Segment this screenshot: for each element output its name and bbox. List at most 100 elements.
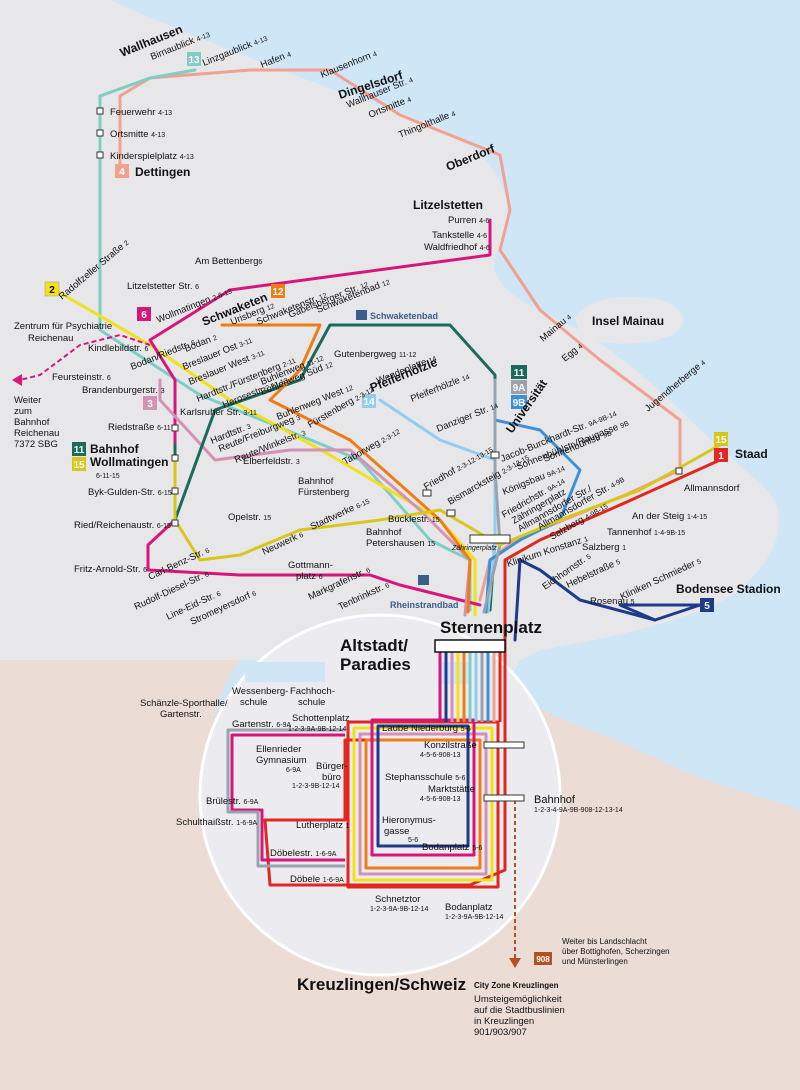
note-umsteige-2: auf die Stadtbuslinien [474, 1005, 565, 1016]
stop-wessenbergschule[interactable]: Wessenberg- [232, 686, 288, 697]
stop-marker-byk-gulden[interactable] [171, 487, 179, 495]
badge-5[interactable] [700, 598, 714, 612]
stop-doebelestr[interactable]: Döbelestr. 1-6-9A [270, 848, 337, 859]
stop-opelstr[interactable]: Opelstr. 15 [228, 512, 271, 523]
stop-waldfriedhof[interactable]: Waldfriedhof 4-6 [424, 242, 490, 253]
stop-marker-wollmatingen[interactable] [171, 454, 179, 462]
route-line-15 [173, 443, 722, 562]
stop-zaehringerplatz[interactable]: Zähringerplatz [451, 545, 497, 552]
stop-elberfeldstr[interactable]: Elberfeldstr. 3 [243, 456, 300, 467]
stop-schnetztor[interactable]: Schnetztor [375, 894, 420, 905]
stop-feursteinstr[interactable]: Feursteinstr. 6 [52, 372, 111, 383]
route-line-12 [220, 323, 472, 614]
stop-marktstaette[interactable]: Marktstätte [428, 784, 475, 795]
stop-salzberg[interactable]: Salzberg 1 [582, 542, 626, 553]
stop-feuerwehr[interactable]: Feuerwehr 4-13 [110, 107, 172, 118]
stop-konzilstrasse[interactable]: Konzilstraße [424, 740, 477, 751]
stop-ellenrieder[interactable]: Ellenrieder [256, 744, 301, 755]
stop-bahnhof[interactable]: Bahnhof [534, 794, 576, 806]
badge-1[interactable] [714, 448, 728, 462]
stop-an-der-steig[interactable]: An der Steig 1-4-15 [632, 511, 707, 522]
stop-marker-jacob-burckhardt[interactable] [490, 451, 500, 459]
badge-14-label: 14 [363, 397, 375, 408]
district-altstadt: Altstadt/ [340, 636, 408, 655]
stop-ried-reichenau[interactable]: Ried/Reichenaustr. 6-15 [74, 520, 171, 531]
badge-13[interactable] [187, 52, 201, 66]
stop-fritz-arnold[interactable]: Fritz-Arnold-Str. 6 [74, 564, 147, 575]
stop-bodanplatz[interactable]: Bodanplatz [445, 902, 493, 913]
badge-6[interactable] [137, 307, 151, 321]
altstadt-loop-magenta [370, 718, 476, 857]
stop-ellenrieder-2: Gymnasium [256, 755, 307, 766]
stop-ortsmitte-wallhausen[interactable]: Ortsmitte 4-13 [110, 129, 165, 140]
stop-byk-gulden[interactable]: Byk-Gulden-Str. 6-15 [88, 487, 172, 498]
badge-11-uni[interactable] [511, 365, 527, 379]
stop-marker-ried-reichenau[interactable] [171, 519, 179, 527]
stop-buecklestr[interactable]: Bücklestr. 15 [388, 514, 440, 525]
stop-bahnhof-petershausen[interactable]: Bahnhof [366, 527, 402, 538]
stop-gutenbergweg[interactable]: Gutenbergweg 11-12 [334, 349, 416, 360]
stop-hieronymusgasse[interactable]: Hieronymus- [382, 815, 436, 826]
stop-lutherplatz[interactable]: Lutherplatz 1 [296, 820, 350, 831]
stop-schulthaissstr[interactable]: Schulthaißstr. 1-6-9A [176, 817, 258, 828]
badge-2[interactable] [44, 281, 60, 297]
stop-bruelstr[interactable]: Brülestr. 6-9A [206, 796, 259, 807]
stop-buergerbuero[interactable]: Bürger- [316, 761, 348, 772]
stop-kinderspielplatz[interactable]: Kinderspielplatz 4-13 [110, 151, 194, 162]
stop-marker-feuerwehr[interactable] [96, 107, 104, 115]
stop-laube-niederburg[interactable]: Laube Niederburg 5-6 [382, 723, 471, 734]
badge-15-staad[interactable] [714, 432, 728, 446]
stop-purren[interactable]: Purren 4-6 [448, 215, 489, 226]
altstadt-loop-orange [364, 738, 482, 870]
badge-6-label: 6 [141, 310, 147, 321]
stop-brandenburgerstr[interactable]: Brandenburgerstr. 3 [82, 385, 165, 396]
stop-marker-zaehringerplatz[interactable] [469, 534, 511, 544]
stop-marker-allmannsdorf[interactable] [675, 467, 683, 475]
stop-marker-sternenplatz[interactable] [434, 639, 506, 653]
stop-marker-bahnhof[interactable] [483, 794, 525, 802]
stop-bahnhof-fuerstenberg-2: Fürstenberg [298, 487, 349, 498]
stop-allmannsdorf[interactable]: Allmannsdorf [684, 483, 740, 494]
stop-am-bettenberg[interactable]: Am Bettenberg6 [195, 256, 262, 267]
note-landschlacht-1: Weiter bis Landschlacht [562, 937, 648, 946]
route-line-5 [513, 558, 702, 642]
stop-marker-riedstrasse[interactable] [171, 424, 179, 432]
badge-9a-label: 9A [513, 383, 526, 394]
stop-schottenplatz[interactable]: Schottenplatz [292, 713, 350, 724]
stop-riedstrasse[interactable]: Riedstraße 6-11 [108, 422, 171, 433]
stop-litzelstetter-str[interactable]: Litzelstetter Str. 6 [127, 281, 199, 292]
badge-3[interactable] [143, 396, 157, 410]
stop-marker-friedhof[interactable] [422, 489, 432, 497]
badge-14[interactable] [362, 394, 376, 408]
stop-bodanplatz-inner[interactable]: Bodanplatz 5-6 [422, 842, 482, 853]
badge-11-wollmatingen[interactable] [72, 442, 86, 456]
badge-4[interactable] [115, 164, 129, 178]
stop-marker-bismarcksteig[interactable] [446, 509, 456, 517]
badge-9b[interactable] [511, 395, 527, 409]
stop-marker-kinderspielplatz[interactable] [96, 151, 104, 159]
stop-bahnhof-petershausen-2: Petershausen 15 [366, 538, 435, 549]
stop-schaenzle-sporthalle[interactable]: Schänzle-Sporthalle/ [140, 698, 228, 709]
badge-908[interactable] [534, 952, 552, 965]
stop-zentrum-psychiatrie[interactable]: Zentrum für Psychiatrie [14, 321, 112, 332]
badge-15-wollmatingen[interactable] [72, 457, 86, 471]
stop-karlsruher[interactable]: Karlsruher Str. 3-11 [180, 407, 257, 418]
stop-marker-konzilstrasse[interactable] [483, 741, 525, 749]
stop-doebele[interactable]: Döbele 1-6-9A [290, 874, 344, 885]
badge-9a[interactable] [511, 380, 527, 394]
badge-12[interactable] [271, 284, 285, 298]
stop-stephansschule[interactable]: Stephansschule 5-6 [385, 772, 465, 783]
stop-kindlebildstr[interactable]: Kindlebildstr. 6 [88, 343, 149, 354]
stop-buergerbuero-lines: 1-2-3-9B-12-14 [292, 783, 340, 790]
stop-gottmannplatz[interactable]: Gottmann- [288, 560, 333, 571]
stop-marker-ortsmitte[interactable] [96, 129, 104, 137]
badge-13-label: 13 [188, 55, 200, 66]
stop-fachhochschule[interactable]: Fachhoch- [290, 686, 335, 697]
stop-bahnhof-fuerstenberg[interactable]: Bahnhof [298, 476, 334, 487]
stop-rosenau[interactable]: Rosenau 5 [590, 596, 635, 607]
note-weiter-2: zum [14, 406, 32, 417]
stop-tankstelle[interactable]: Tankstelle 4-6 [432, 230, 487, 241]
stop-gartenstr[interactable]: Gartenstr. 6-9A [232, 719, 291, 730]
stop-tannenhof[interactable]: Tannenhof 1-4-9B-15 [607, 527, 685, 538]
